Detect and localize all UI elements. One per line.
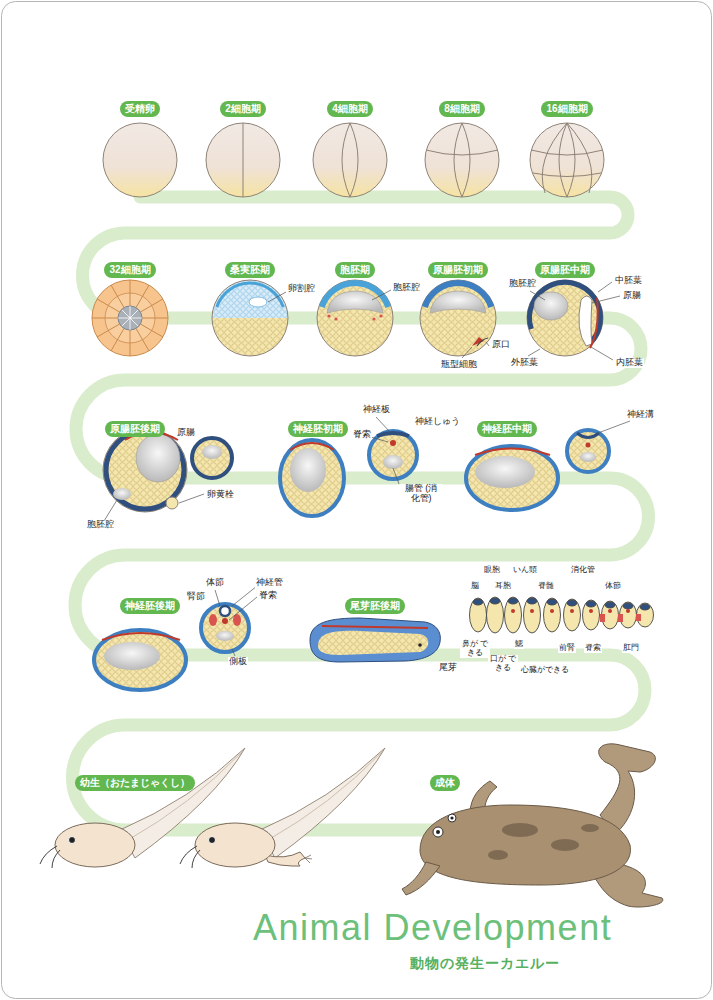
stage-label: 原腸胚中期 — [535, 262, 595, 278]
stage-label: 16細胞期 — [541, 101, 592, 117]
stage-name: 受精卵 — [125, 103, 155, 114]
stage-name: 幼生（おたまじゃくし） — [80, 777, 190, 788]
part-label: 耳胞 — [494, 582, 512, 591]
part-label: 胞胚腔 — [508, 279, 537, 289]
stage-label: 桑実胚期 — [225, 262, 275, 278]
part-label: 内胚葉 — [615, 358, 644, 368]
stage-label: 成体 — [430, 775, 460, 791]
stage-label: 32細胞期 — [104, 262, 155, 278]
stage-label: 神経胚後期 — [120, 598, 180, 614]
stage-label: 原腸胚初期 — [428, 262, 488, 278]
part-label: 中胚葉 — [614, 276, 643, 286]
stage-label: 幼生（おたまじゃくし） — [75, 775, 195, 791]
stage-label: 尾芽胚後期 — [345, 598, 405, 614]
part-label: 眼胞 — [483, 566, 501, 575]
part-label: 原腸 — [176, 428, 196, 438]
poster-title: Animal Development — [253, 908, 612, 948]
stage-label: 神経胚初期 — [288, 421, 348, 437]
part-label: 原腸 — [622, 291, 642, 301]
part-label: 脊索 — [352, 430, 372, 440]
part-label: 心臓ができる — [520, 666, 570, 675]
stage-name: 4細胞期 — [332, 103, 368, 114]
part-label: 腎節 — [186, 592, 206, 602]
stage-name: 8細胞期 — [444, 103, 480, 114]
part-label: 脳 — [470, 582, 480, 591]
stage-label: 原腸胚後期 — [105, 421, 165, 437]
stage-name: 尾芽胚後期 — [350, 600, 400, 611]
stage-label: 2細胞期 — [220, 101, 266, 117]
part-label: 口が できる — [488, 655, 518, 673]
part-label: 尾芽 — [438, 663, 458, 673]
part-label: 胞胚腔 — [392, 283, 421, 293]
part-label: 神経板 — [362, 405, 391, 415]
stage-name: 神経胚初期 — [293, 423, 343, 434]
part-label: 神経溝 — [626, 410, 655, 420]
poster-caption: 動物の発生ーカエルー — [410, 956, 560, 971]
stage-name: 胞胚期 — [340, 264, 370, 275]
part-label: 腸管 (消化管) — [400, 484, 442, 504]
stage-name: 原腸胚後期 — [110, 423, 160, 434]
part-label: 側板 — [228, 657, 248, 667]
stage-name: 2細胞期 — [225, 103, 261, 114]
stage-name: 神経胚後期 — [125, 600, 175, 611]
stage-label: 8細胞期 — [439, 101, 485, 117]
part-label: 卵黄栓 — [206, 490, 235, 500]
part-label: 体節 — [604, 582, 622, 591]
part-label: 原口 — [491, 340, 511, 350]
stage-name: 原腸胚中期 — [540, 264, 590, 275]
part-label: 卵割腔 — [287, 284, 316, 294]
part-label: 肛門 — [622, 644, 640, 653]
stage-name: 原腸胚初期 — [433, 264, 483, 275]
stage-label: 受精卵 — [120, 101, 160, 117]
stage-name: 16細胞期 — [546, 103, 587, 114]
part-label: 神経しゅう — [414, 417, 461, 427]
stage-label: 4細胞期 — [327, 101, 373, 117]
part-label: 鼻が できる — [460, 640, 490, 658]
stage-name: 成体 — [435, 777, 455, 788]
part-label: 脊髄 — [537, 582, 555, 591]
part-label: 消化管 — [570, 566, 596, 575]
part-label: 外胚葉 — [510, 358, 539, 368]
part-label: 脊索 — [258, 591, 278, 601]
part-label: 瓶型細胞 — [440, 360, 478, 370]
part-label: 胞胚腔 — [86, 520, 115, 530]
stage-name: 神経胚中期 — [482, 423, 532, 434]
part-label: 鰓 — [514, 640, 524, 649]
part-label: 神経管 — [255, 578, 284, 588]
stage-label: 神経胚中期 — [477, 421, 537, 437]
stage-label: 胞胚期 — [335, 262, 375, 278]
stage-name: 桑実胚期 — [230, 264, 270, 275]
part-label: 前腎 — [558, 644, 576, 653]
part-label: 体節 — [205, 578, 225, 588]
part-label: いん頭 — [512, 566, 538, 575]
stage-name: 32細胞期 — [109, 264, 150, 275]
part-label: 脊索 — [584, 644, 602, 653]
